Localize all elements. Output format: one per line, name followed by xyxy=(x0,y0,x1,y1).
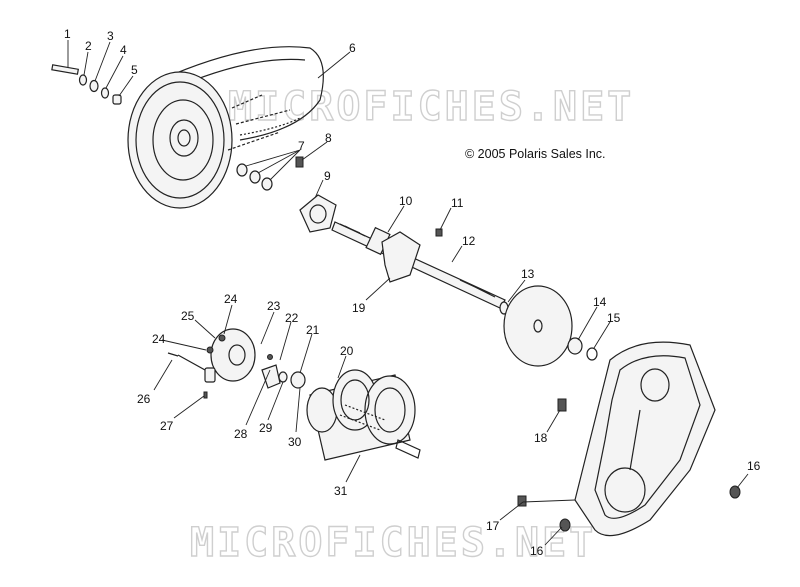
callout-18: 18 xyxy=(534,431,548,445)
bolt xyxy=(557,398,567,412)
jackshaft xyxy=(331,221,506,309)
copyright-notice: © 2005 Polaris Sales Inc. xyxy=(465,147,606,161)
callout-5: 5 xyxy=(131,63,138,77)
callout-20: 20 xyxy=(340,344,354,358)
callout-21: 21 xyxy=(306,323,320,337)
callout-labels: 1 2 3 4 5 6 7 8 9 10 11 12 13 14 15 16 1… xyxy=(64,27,761,558)
callout-3: 3 xyxy=(107,29,114,43)
callout-24a: 24 xyxy=(224,292,238,306)
shaft-bearing xyxy=(381,231,421,283)
drive-clutch-assembly xyxy=(127,46,324,209)
watermark-bottom: MICROFICHES.NET xyxy=(190,520,596,566)
retaining-ring xyxy=(586,347,598,361)
drive-gear-cluster xyxy=(306,369,421,461)
leader-lines xyxy=(67,40,749,546)
callout-4: 4 xyxy=(120,43,127,57)
callout-13: 13 xyxy=(521,267,535,281)
washer-set xyxy=(236,163,273,191)
callout-10: 10 xyxy=(399,194,413,208)
brake-disc xyxy=(503,285,573,367)
bolt-stack xyxy=(51,64,122,105)
bolt xyxy=(517,495,527,507)
callout-25: 25 xyxy=(181,309,195,323)
callout-24b: 24 xyxy=(152,332,166,346)
callout-8: 8 xyxy=(325,131,332,145)
callout-16a: 16 xyxy=(747,459,761,473)
callout-12: 12 xyxy=(462,234,476,248)
pin xyxy=(295,156,304,168)
sprocket xyxy=(278,371,306,389)
cover-plate-assembly xyxy=(167,328,281,399)
callout-27: 27 xyxy=(160,419,174,433)
nut xyxy=(435,228,443,237)
watermark-top: MICROFICHES.NET xyxy=(228,84,634,130)
callout-6: 6 xyxy=(349,41,356,55)
callout-15: 15 xyxy=(607,311,621,325)
callout-26: 26 xyxy=(137,392,151,406)
callout-22: 22 xyxy=(285,311,299,325)
callout-31: 31 xyxy=(334,484,348,498)
callout-9: 9 xyxy=(324,169,331,183)
nut xyxy=(559,518,571,532)
callout-28: 28 xyxy=(234,427,248,441)
callout-1: 1 xyxy=(64,27,71,41)
callout-16b: 16 xyxy=(530,544,544,558)
bearing-flange xyxy=(299,194,337,233)
callout-23: 23 xyxy=(267,299,281,313)
nut xyxy=(729,485,741,499)
callout-17: 17 xyxy=(486,519,500,533)
chaincase-housing xyxy=(574,341,716,537)
callout-7: 7 xyxy=(298,139,305,153)
callout-19: 19 xyxy=(352,301,366,315)
callout-30: 30 xyxy=(288,435,302,449)
callout-14: 14 xyxy=(593,295,607,309)
bearing xyxy=(567,337,583,355)
callout-11: 11 xyxy=(451,196,464,210)
callout-29: 29 xyxy=(259,421,273,435)
callout-2: 2 xyxy=(85,39,92,53)
